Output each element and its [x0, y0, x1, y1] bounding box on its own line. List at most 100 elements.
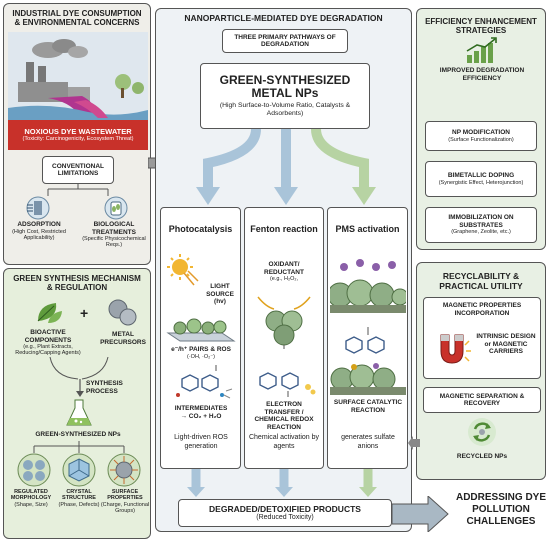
three-pathways-box: THREE PRIMARY PATHWAYS OF DEGRADATION — [222, 29, 348, 53]
intermediates-products: → CO₂ + H₂O — [180, 412, 222, 420]
flask-icon — [66, 399, 92, 426]
photocatalysis-bottom: Light-driven ROS generation — [174, 434, 228, 450]
factory-illustration — [8, 32, 148, 120]
np-mod-title: NP MODIFICATION — [452, 129, 510, 137]
synthesis-process-label: SYNTHESIS PROCESS — [86, 380, 123, 395]
panel-title: RECYCLABILITY & PRACTICAL UTILITY — [439, 271, 523, 291]
pairs-subtitle: (·OH, ·O₂⁻) — [187, 353, 215, 360]
photocatalyst-surface-illustration — [166, 318, 236, 342]
crystal-structure-icon — [62, 453, 96, 487]
panel-nanoparticle-degradation: NANOPARTICLE-MEDIATED DYE DEGRADATION TH… — [155, 8, 412, 532]
crystal-subtitle: (Phase, Defects) — [58, 501, 100, 508]
pms-bottom: generates sulfate anions — [341, 434, 395, 450]
metal-precursors-label: METAL PRECURSORS — [100, 331, 146, 346]
degraded-subtitle: (Reduced Toxicity) — [256, 514, 314, 521]
surface-title: SURFACE PROPERTIES — [107, 489, 143, 502]
electron-transfer-label: ELECTRON TRANSFER / CHEMICAL REDOX REACT… — [254, 401, 314, 431]
plus-sign: + — [80, 305, 89, 321]
bimetallic-subtitle: (Synergistic Effect, Heterojunction) — [438, 179, 524, 186]
arrow-back-to-middle — [408, 436, 420, 450]
metal-spheres-icon — [108, 299, 137, 326]
morphology-icon — [17, 453, 51, 487]
pms-molecule-icon — [345, 327, 385, 354]
bioactive-title: BIOACTIVE COMPONENTS — [24, 329, 72, 344]
morphology-text: REGULATED MORPHOLOGY (Shape, Size) — [4, 489, 58, 508]
gs-subtitle: (High Surface-to-Volume Ratio, Catalysts… — [219, 102, 351, 117]
immob-subtitle: (Graphene, Zeolite, etc.) — [451, 229, 511, 236]
oxidant-title: OXIDANT/ REDUCTANT — [264, 261, 304, 276]
panel-title: INDUSTRIAL DYE CONSUMPTION & ENVIRONMENT… — [12, 9, 142, 27]
noxious-wastewater-banner: NOXIOUS DYE WASTEWATER (Toxicity: Carcin… — [8, 120, 148, 150]
immob-title: IMMOBILIZATION ON SUBSTRATES — [448, 214, 514, 229]
recycle-icon — [468, 418, 496, 446]
pairs-text: e⁻/h⁺ PAIRS & ROS (·OH, ·O₂⁻) — [164, 346, 238, 360]
dye-molecule-icon — [176, 365, 233, 399]
improved-efficiency-label: IMPROVED DEGRADATION EFFICIENCY — [439, 67, 525, 82]
surface-subtitle: (Charge, Functional Groups) — [100, 501, 150, 514]
panel-title: GREEN SYNTHESIS MECHANISM & REGULATION — [13, 274, 141, 292]
green-metal-nps-box: GREEN-SYNTHESIZED METAL NPs (High Surfac… — [200, 63, 370, 129]
biological-title: BIOLOGICAL TREATMENTS — [92, 221, 136, 236]
bioactive-text: BIOACTIVE COMPONENTS (e.g., Plant Extrac… — [8, 329, 88, 357]
biological-text: BIOLOGICAL TREATMENTS (Specific Physicoc… — [80, 221, 148, 249]
recycled-nps-label: RECYCLED NPs — [456, 453, 508, 460]
np-mod-subtitle: (Surface Functionalization) — [448, 136, 514, 143]
panel-title: EFFICIENCY ENHANCEMENT STRATEGIES — [425, 17, 537, 35]
degraded-title: DEGRADED/DETOXIFIED PRODUCTS — [209, 504, 361, 514]
growth-chart-icon — [466, 37, 497, 63]
conventional-label: CONVENTIONAL LIMITATIONS — [52, 162, 104, 178]
intrinsic-design-label: INTRINSIC DESIGN or MAGNETIC CARRIERS — [476, 333, 536, 355]
noxious-subtitle: (Toxicity: Carcinogenicity, Ecosystem Th… — [22, 136, 134, 143]
pms-activation-illustration — [330, 259, 406, 313]
photocatalysis-head: Photocatalysis — [168, 224, 233, 234]
magnetic-separation-box: MAGNETIC SEPARATION & RECOVERY — [423, 387, 541, 413]
crystal-text: CRYSTAL STRUCTURE (Phase, Defects) — [54, 489, 104, 508]
biological-subtitle: (Specific Physicochemical Reqs.) — [82, 236, 146, 249]
arrow-to-addressing — [392, 496, 449, 532]
products-arrows — [187, 469, 377, 497]
synthesis-arrows — [49, 357, 109, 397]
adsorption-text: ADSORPTION (High Cost, Restricted Applic… — [6, 221, 72, 241]
magnetic-inc-label: MAGNETIC PROPERTIES INCORPORATION — [442, 302, 522, 317]
degraded-products-box: DEGRADED/DETOXIFIED PRODUCTS (Reduced To… — [178, 499, 392, 527]
fenton-molecule-icon — [259, 372, 316, 397]
np-modification-box: NP MODIFICATION (Surface Functionalizati… — [425, 121, 537, 151]
leaf-icon — [37, 303, 62, 323]
panel-industrial-dye: INDUSTRIAL DYE CONSUMPTION & ENVIRONMENT… — [3, 3, 151, 265]
immobilization-box: IMMOBILIZATION ON SUBSTRATES (Graphene, … — [425, 207, 537, 243]
fenton-head: Fenton reaction — [250, 224, 318, 234]
surface-properties-icon — [107, 453, 141, 487]
addressing-label: ADDRESSING DYE POLLUTION CHALLENGES — [455, 492, 546, 527]
intermediates-text: INTERMEDIATES → CO₂ + H₂O — [164, 405, 238, 420]
bioactive-subtitle: (e.g., Plant Extracts, Reducing/Capping … — [15, 344, 81, 357]
sun-icon — [167, 254, 199, 286]
properties-branch-lines — [33, 441, 125, 453]
pms-head: PMS activation — [335, 224, 400, 234]
fenton-bottom: Chemical activation by agents — [248, 434, 320, 450]
noxious-title: NOXIOUS DYE WASTEWATER — [24, 127, 132, 137]
adsorption-subtitle: (High Cost, Restricted Applicability) — [12, 228, 66, 241]
panel-title: NANOPARTICLE-MEDIATED DYE DEGRADATION — [184, 13, 383, 23]
pairs-title: e⁻/h⁺ PAIRS & ROS — [171, 346, 231, 353]
biological-treatment-icon — [104, 196, 128, 220]
intermediates-title: INTERMEDIATES — [174, 405, 228, 412]
panel-recyclability: RECYCLABILITY & PRACTICAL UTILITY MAGNET… — [416, 262, 546, 480]
pms-surface-illustration — [330, 363, 406, 395]
surface-catalytic-label: SURFACE CATALYTIC REACTION — [333, 399, 403, 414]
mag-sep-label: MAGNETIC SEPARATION & RECOVERY — [439, 392, 525, 408]
bimetallic-title: BIMETALLIC DOPING — [447, 172, 515, 180]
pms-column: PMS activation — [327, 207, 408, 469]
surface-text: SURFACE PROPERTIES (Charge, Functional G… — [100, 489, 150, 514]
pathway-arrows — [196, 129, 376, 205]
morphology-subtitle: (Shape, Size) — [14, 501, 48, 508]
panel-green-synthesis: GREEN SYNTHESIS MECHANISM & REGULATION +… — [3, 268, 151, 539]
branch-lines — [47, 184, 109, 196]
conventional-limitations-box: CONVENTIONAL LIMITATIONS — [42, 156, 114, 184]
oxidant-text: OXIDANT/ REDUCTANT (e.g., H₂O₂, — [248, 261, 320, 282]
crystal-title: CRYSTAL STRUCTURE — [62, 489, 96, 502]
panel-efficiency: EFFICIENCY ENHANCEMENT STRATEGIES IMPROV… — [416, 8, 546, 250]
light-source-label: LIGHT SOURCE (hv) — [206, 283, 234, 305]
adsorption-icon — [26, 196, 50, 220]
magnet-icon — [440, 334, 471, 364]
bimetallic-doping-box: BIMETALLIC DOPING (Synergistic Effect, H… — [425, 161, 537, 197]
